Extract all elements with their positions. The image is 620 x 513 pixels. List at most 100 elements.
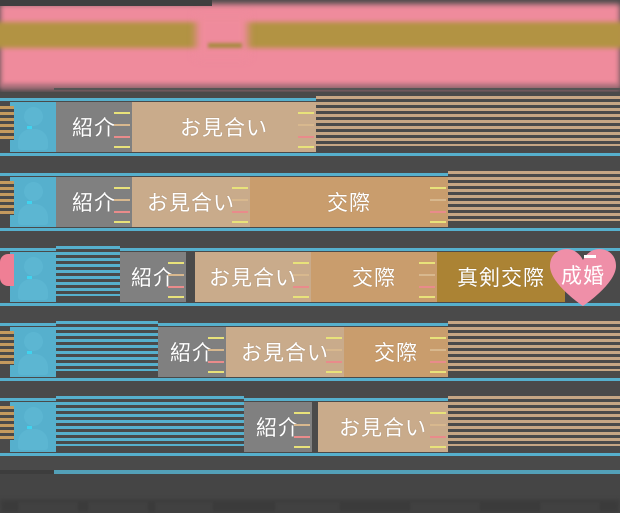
footer-segment (88, 502, 148, 513)
avatar-head-icon (24, 407, 43, 426)
row-bottom-rail (0, 453, 620, 456)
footer-segment (540, 502, 600, 513)
timeline-row[interactable]: 紹介お見合い交際 (0, 171, 620, 233)
stage-connector-tick (298, 136, 314, 138)
stage-chip-intro[interactable]: 紹介 (244, 402, 312, 452)
avatar[interactable] (10, 102, 56, 152)
stage-connector-tick (419, 262, 435, 264)
avatar-head-icon (24, 182, 43, 201)
timeline-row[interactable]: 紹介お見合い (0, 396, 620, 458)
stage-connector-tick (430, 424, 446, 426)
timeline-row[interactable]: 紹介お見合い (0, 96, 620, 158)
stage-connector-tick (326, 349, 342, 351)
row-top-rail (0, 398, 620, 401)
stage-connector-tick (114, 146, 130, 148)
footer-segment (155, 502, 213, 513)
stage-connector-tick (293, 262, 309, 264)
avatar-head-icon (24, 107, 43, 126)
row-bottom-rail (0, 378, 620, 381)
banner-gold-dash (208, 43, 242, 48)
stage-chip-kosai[interactable]: 交際 (250, 177, 448, 227)
stage-connector-tick (232, 199, 248, 201)
stage-chip-kosai[interactable]: 交際 (311, 252, 437, 302)
stage-connector-tick (293, 296, 309, 298)
stage-chip-intro[interactable]: 紹介 (158, 327, 226, 377)
stage-connector-tick (419, 286, 435, 288)
row-trailing-hatch (448, 396, 620, 446)
timeline-row[interactable]: 紹介お見合い交際真剣交際成婚 (0, 246, 620, 308)
stage-chip-intro[interactable]: 紹介 (120, 252, 186, 302)
avatar-head-icon (24, 332, 43, 351)
row-trailing-hatch (316, 96, 620, 146)
stage-chip-intro[interactable]: 紹介 (56, 177, 132, 227)
heart-tick-mark (584, 255, 596, 258)
stage-chip-kosai[interactable]: 交際 (344, 327, 448, 377)
avatar-edge-decoration (0, 181, 14, 215)
stage-connector-tick (430, 337, 446, 339)
avatar-edge-decoration (0, 106, 14, 140)
stage-connector-tick (419, 274, 435, 276)
marriage-heart-badge[interactable]: 成婚 (548, 248, 618, 308)
avatar-body-icon (18, 429, 48, 450)
footer-segment (275, 502, 340, 513)
avatar[interactable] (10, 402, 56, 452)
stage-connector-tick (293, 274, 309, 276)
stage-connector-tick (114, 221, 130, 223)
stage-connector-tick (298, 124, 314, 126)
stage-connector-tick (326, 371, 342, 373)
avatar-body-icon (18, 129, 48, 150)
stage-connector-tick (430, 446, 446, 448)
stage-connector-tick (430, 211, 446, 213)
avatar-body-icon (18, 204, 48, 225)
row-lead-hatch (56, 321, 158, 371)
stage-chip-omiai[interactable]: お見合い (195, 252, 311, 302)
stage-connector-tick (298, 146, 314, 148)
stage-connector-tick (294, 446, 310, 448)
stage-chip-omiai[interactable]: お見合い (132, 102, 316, 152)
row-top-rail (0, 323, 620, 326)
avatar-body-icon (18, 279, 48, 300)
stage-connector-tick (430, 436, 446, 438)
row-bottom-rail (0, 303, 620, 306)
row-trailing-hatch (448, 171, 620, 221)
stage-chip-omiai[interactable]: お見合い (318, 402, 448, 452)
stage-connector-tick (430, 361, 446, 363)
stage-connector-tick (114, 211, 130, 213)
avatar[interactable] (10, 177, 56, 227)
timeline-row[interactable]: 紹介お見合い交際 (0, 321, 620, 383)
stage-connector-tick (168, 262, 184, 264)
stage-chip-omiai[interactable]: お見合い (226, 327, 344, 377)
avatar-spark-icon (27, 276, 32, 279)
avatar-edge-decoration (0, 406, 14, 440)
stage-connector-tick (419, 296, 435, 298)
avatar-spark-icon (27, 201, 32, 204)
footer-rail-cut (0, 470, 54, 474)
stage-connector-tick (114, 199, 130, 201)
stage-connector-tick (114, 136, 130, 138)
stage-connector-tick (430, 199, 446, 201)
stage-connector-tick (430, 221, 446, 223)
avatar[interactable] (10, 327, 56, 377)
banner-gold-title-bar (0, 22, 620, 48)
stage-chip-omiai[interactable]: お見合い (132, 177, 250, 227)
stage-connector-tick (208, 371, 224, 373)
stage-connector-tick (114, 124, 130, 126)
row-bottom-rail (0, 153, 620, 156)
stage-chip-shinken[interactable]: 真剣交際 (437, 252, 565, 302)
heart-label: 成婚 (561, 264, 605, 288)
stage-connector-tick (168, 274, 184, 276)
stage-connector-tick (326, 337, 342, 339)
avatar[interactable] (10, 252, 56, 302)
footer-top-rail (0, 470, 620, 474)
stage-connector-tick (294, 424, 310, 426)
footer-area (0, 470, 620, 513)
footer-segment (410, 502, 480, 513)
avatar-spark-icon (27, 426, 32, 429)
stage-chip-intro[interactable]: 紹介 (56, 102, 132, 152)
stage-connector-tick (430, 371, 446, 373)
row-trailing-hatch (448, 321, 620, 371)
header-banner (0, 0, 620, 92)
stage-connector-tick (168, 286, 184, 288)
stage-connector-tick (232, 221, 248, 223)
